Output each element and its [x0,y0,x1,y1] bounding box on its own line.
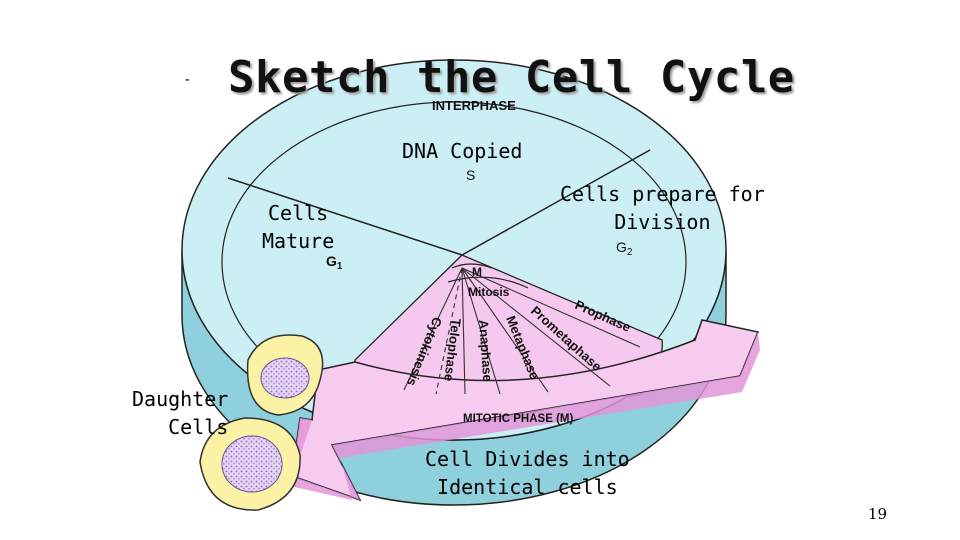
stage-anaphase: Anaphase [476,319,495,382]
note-line: Cells [168,415,229,439]
divider-s-g2 [461,149,651,256]
s-phase-label: S [466,167,475,183]
page-number: 19 [868,505,888,523]
note-cells-mature: Cells Mature [262,199,334,255]
daughter-cell-upper [246,334,324,416]
m-label: M [472,265,482,279]
m-band [451,263,493,269]
note-cells-prepare: Cells prepare for Division [560,180,765,236]
stage-separators [403,267,641,395]
mitotic-phase-label: MITOTIC PHASE (M) [463,413,573,425]
mitosis-band [447,276,529,289]
daughter-cell-lower [199,417,301,511]
note-daughter-cells: Daughter Cells [132,385,228,441]
note-line: DNA Copied [402,139,523,163]
note-line: Cells [268,201,329,225]
note-line: Division [614,210,711,234]
mitosis-label: Mitosis [468,285,510,299]
note-line: Cell Divides into [425,447,630,471]
g2-label: G2 [616,239,633,258]
note-line: Daughter [132,387,229,411]
dash-mark: - [183,72,192,88]
g1-label: G1 [326,253,343,272]
interphase-label: INTERPHASE [432,98,516,113]
note-line: Identical cells [437,475,618,499]
note-line: Mature [262,229,335,253]
note-line: Cells prepare for [560,182,765,206]
note-cell-divides: Cell Divides into Identical cells [425,445,630,501]
slide-title: Sketch the Cell Cycle [228,52,795,103]
divider-g1-s [227,177,463,256]
note-dna-copied: DNA Copied [402,137,522,165]
mitotic-arrow-shade [290,332,760,500]
